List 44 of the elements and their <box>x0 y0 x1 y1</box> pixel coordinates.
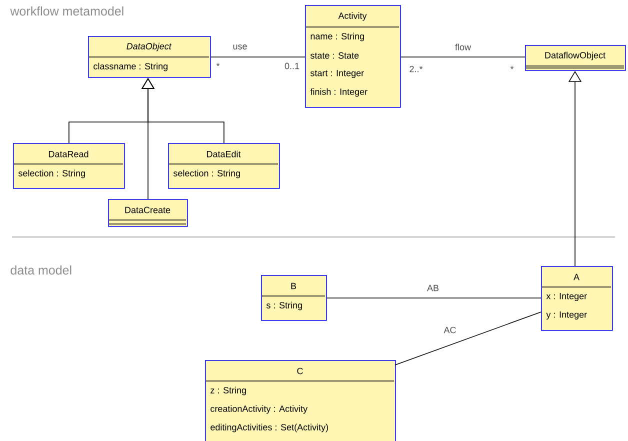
class-name: Activity <box>338 12 367 21</box>
class-box <box>305 5 401 108</box>
attribute-text: name : String <box>310 32 364 42</box>
attribute-text: state : State <box>310 52 359 59</box>
attribute-text: x : Integer <box>546 292 587 302</box>
class-name: DataObject <box>126 42 172 52</box>
association-line <box>210 56 306 58</box>
attribute-text: z : String <box>210 386 246 396</box>
attribute-text: finish : Integer <box>310 88 368 97</box>
attribute-text: y : Integer <box>546 311 587 320</box>
class-box <box>88 36 211 78</box>
class-box <box>168 143 280 189</box>
class-name: DataEdit <box>206 150 241 158</box>
attribute-text: creationActivity : Activity <box>210 405 308 414</box>
multiplicity-label: 0..1 <box>284 62 300 70</box>
attribute-text: classname : String <box>94 62 168 72</box>
class-box <box>525 45 626 71</box>
class-box <box>108 199 188 227</box>
edge-label: use <box>232 44 248 50</box>
class-box <box>261 275 327 321</box>
attribute-text: selection : String <box>173 170 240 178</box>
class-box <box>541 266 613 331</box>
section-title: data model <box>10 265 72 275</box>
association-line <box>394 312 542 366</box>
section-title: workflow metamodel <box>10 6 124 16</box>
edge-label: AC <box>442 326 458 334</box>
class-name: A <box>574 274 580 280</box>
attribute-text: start : Integer <box>310 70 364 78</box>
attribute-text: s : String <box>266 302 302 310</box>
multiplicity-label: 2..* <box>410 66 423 72</box>
class-name: B <box>291 282 296 290</box>
class-name: DataCreate <box>125 206 170 214</box>
attribute-text: selection : String <box>18 170 85 178</box>
class-name: C <box>297 368 303 374</box>
multiplicity-label: * <box>510 66 514 70</box>
class-name: DataflowObject <box>545 52 606 60</box>
class-name: DataRead <box>48 150 88 158</box>
association-line <box>400 56 526 58</box>
edge-label: flow <box>454 42 472 52</box>
attribute-text: editingActivities : Set(Activity) <box>210 424 328 432</box>
edge-label: AB <box>426 284 440 292</box>
multiplicity-label: * <box>216 62 220 66</box>
class-box <box>13 143 125 189</box>
class-box <box>205 360 396 441</box>
